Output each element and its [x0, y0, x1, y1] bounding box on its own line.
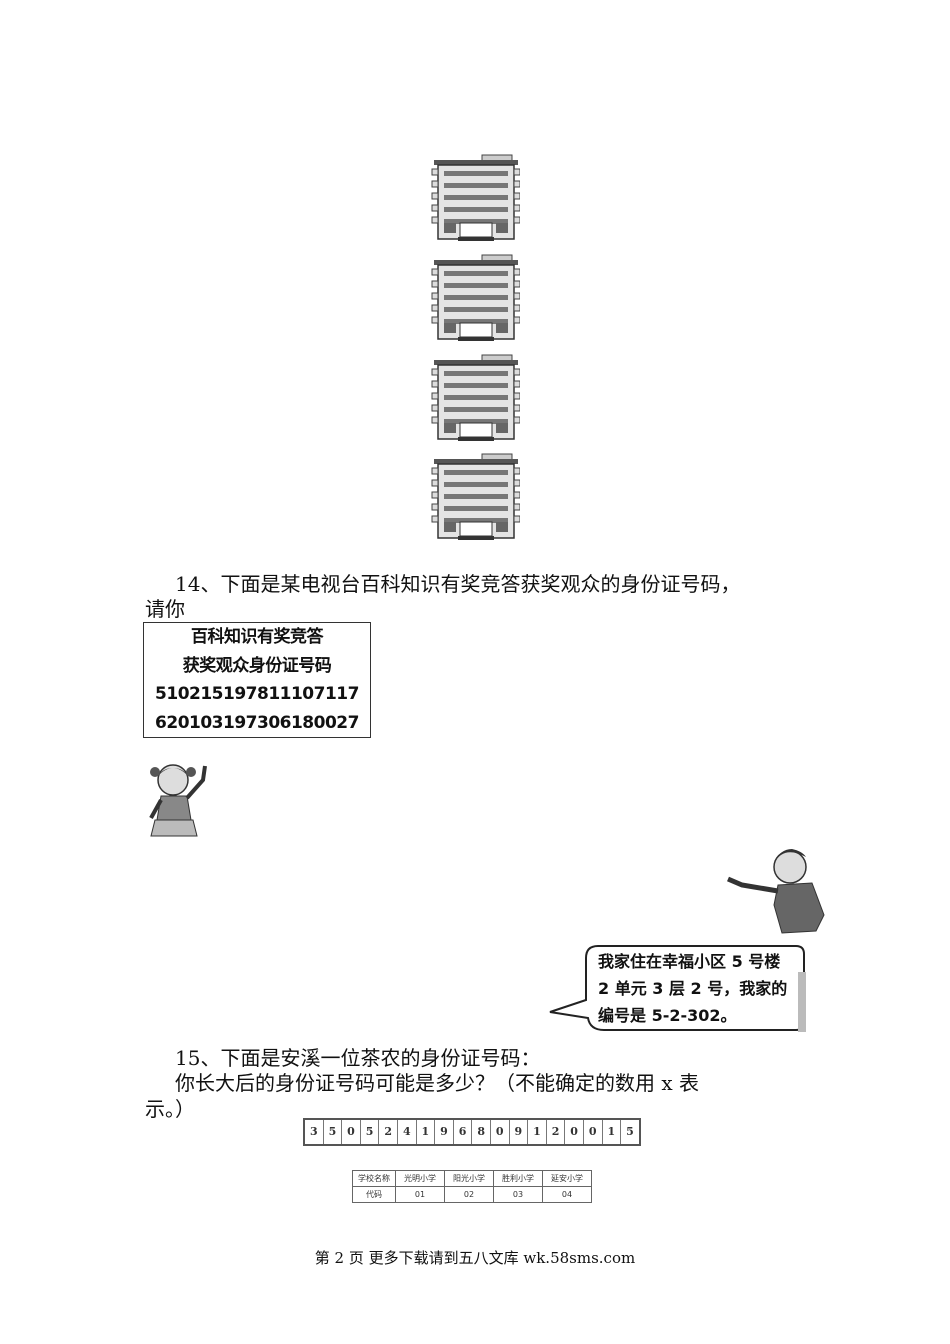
question-15-text-cont: 你长大后的身份证号码可能是多少？（不能确定的数用 x 表: [175, 1071, 699, 1095]
id-digit-cell: 1: [603, 1120, 622, 1144]
id-digit-cell: 0: [565, 1120, 584, 1144]
id-digit-cell: 8: [472, 1120, 491, 1144]
id-digit-cell: 3: [305, 1120, 324, 1144]
id-digit-cell: 1: [417, 1120, 436, 1144]
table-row: 学校名称光明小学阳光小学胜利小学延安小学: [352, 1170, 592, 1187]
id-number-box: 百科知识有奖竞答 获奖观众身份证号码 510215197811107117 62…: [143, 622, 371, 738]
table-cell: 光明小学: [395, 1170, 445, 1187]
id-digit-cell: 6: [454, 1120, 473, 1144]
question-14-text-cont: 请你: [145, 597, 185, 621]
table-cell: 02: [444, 1186, 494, 1203]
id-digit-cell: 9: [435, 1120, 454, 1144]
table-cell: 延安小学: [542, 1170, 592, 1187]
id-number: 510215197811107117: [155, 684, 359, 704]
table-cell: 04: [542, 1186, 592, 1203]
page-footer: 第 2 页 更多下载请到五八文库 wk.58sms.com: [314, 1249, 636, 1267]
building-image: [430, 452, 521, 550]
id-digit-cell: 5: [626, 1125, 634, 1138]
question-15-text-cont: 示。）: [145, 1097, 195, 1121]
building-image: [430, 253, 521, 347]
id-digit-cell: 5: [361, 1120, 380, 1144]
bubble-line: 2 单元 3 层 2 号，我家的: [598, 979, 788, 998]
speech-bubble-text: 我家住在幸福小区 5 号楼 2 单元 3 层 2 号，我家的 编号是 5-2-3…: [598, 948, 808, 1029]
building-image: [430, 153, 521, 247]
speech-bubble: [549, 945, 806, 1032]
id-digit-cell: 9: [510, 1120, 529, 1144]
girl-illustration: [149, 764, 207, 837]
id-digit-cell: 0: [584, 1120, 603, 1144]
table-cell: 学校名称: [352, 1170, 396, 1187]
table-cell: 阳光小学: [444, 1170, 494, 1187]
id-digit-cell: 2: [547, 1120, 566, 1144]
id-digit-cell: 0: [491, 1120, 510, 1144]
id-digit-cell: 1: [528, 1120, 547, 1144]
id-digit-cell: 4: [398, 1120, 417, 1144]
box-title: 百科知识有奖竞答: [191, 627, 324, 647]
building-image: [430, 353, 521, 447]
boy-illustration: [727, 849, 825, 934]
box-subtitle: 获奖观众身份证号码: [182, 655, 332, 676]
table-cell: 03: [493, 1186, 543, 1203]
id-digit-cell: 0: [342, 1120, 361, 1144]
table-cell: 代码: [352, 1186, 396, 1203]
question-14-text: 14、下面是某电视台百科知识有奖竞答获奖观众的身份证号码，: [175, 572, 741, 596]
question-15-text: 15、下面是安溪一位茶农的身份证号码：: [175, 1046, 541, 1070]
id-number: 620103197306180027: [155, 712, 359, 733]
table-cell: 胜利小学: [493, 1170, 543, 1187]
id-digit-cell: 5: [324, 1120, 343, 1144]
bubble-line: 我家住在幸福小区 5 号楼: [598, 952, 781, 971]
bubble-line: 编号是 5-2-302。: [598, 1006, 737, 1025]
table-cell: 01: [395, 1186, 445, 1203]
id-digit-cell: 2: [379, 1120, 398, 1144]
